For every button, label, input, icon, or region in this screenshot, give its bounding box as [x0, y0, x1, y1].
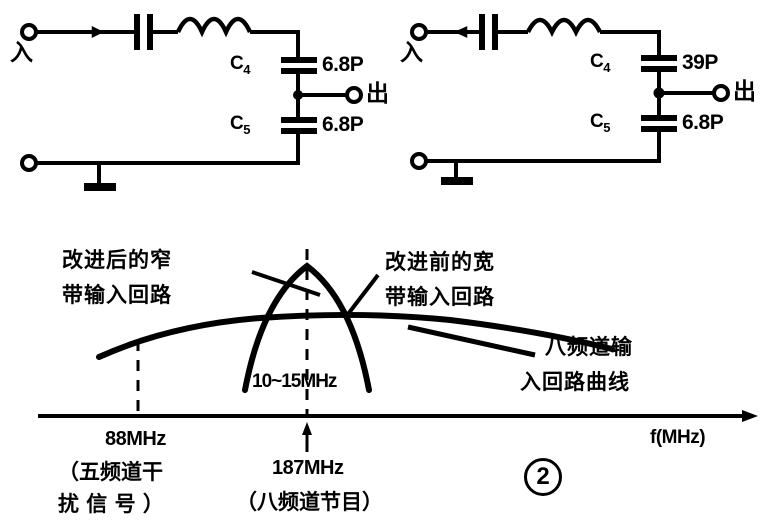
inductor-coil-right: [525, 17, 603, 38]
c4-designator-right: C4: [590, 51, 610, 75]
ground-symbol-left: [84, 183, 116, 191]
bandwidth-annotation: 10~15MHz: [252, 371, 337, 392]
leader-line-channel8-curve: [407, 324, 536, 358]
curve-wideband-original: [96, 311, 615, 360]
signal-direction-arrow-left: [84, 25, 104, 39]
response-chart: [38, 249, 758, 452]
marker-88mhz-note-line2: 扰 信 号 ）: [58, 492, 164, 516]
c5-designator-left: C5: [230, 113, 250, 137]
tick-label-88mhz: 88MHz: [105, 428, 166, 450]
marker-arrow-head-187mhz: [302, 422, 312, 435]
circuit-original-wideband: [410, 14, 730, 185]
input-terminal-right: [410, 23, 428, 41]
c5-value-right: 6.8P: [682, 111, 724, 134]
channel8-curve-annotation-line1: 八频道输: [545, 335, 633, 359]
c4-value-left: 6.8P: [322, 53, 364, 76]
wideband-annotation-line1: 改进前的宽: [385, 250, 495, 274]
output-terminal-right: [712, 84, 730, 102]
inductor-coil-left: [175, 16, 253, 38]
input-port-label-right: 入: [400, 40, 423, 66]
output-port-label-left: 出: [366, 81, 389, 107]
input-port-label-left: 入: [10, 40, 33, 66]
c4-value-right: 39P: [682, 51, 718, 74]
narrowband-annotation-line2: 带输入回路: [62, 283, 172, 307]
curve-narrowband-improved: [242, 262, 372, 393]
c4-designator-left: C4: [230, 53, 250, 77]
marker-88mhz-note-line1: （五频道干: [58, 460, 163, 484]
tick-label-187mhz: 187MHz: [272, 457, 344, 479]
output-terminal-left: [345, 86, 363, 104]
output-port-label-right: 出: [733, 79, 756, 105]
wideband-annotation-line2: 带输入回路: [385, 285, 495, 309]
c5-designator-right: C5: [590, 111, 610, 135]
signal-direction-arrow-right: [453, 26, 476, 38]
ground-terminal-left: [20, 154, 38, 172]
ground-symbol-right: [441, 177, 473, 185]
marker-187mhz-note: （八频道节目）: [236, 490, 383, 514]
channel8-curve-annotation-line2: 入回路曲线: [520, 370, 630, 394]
ground-terminal-right: [410, 152, 428, 170]
figure-number-badge: 2: [524, 458, 562, 496]
input-terminal-left: [20, 23, 38, 41]
c5-value-left: 6.8P: [322, 113, 364, 136]
leader-line-narrowband: [251, 270, 321, 297]
narrowband-annotation-line1: 改进后的窄: [62, 248, 172, 272]
x-axis-label: f(MHz): [650, 427, 706, 448]
x-axis-arrowhead: [742, 410, 758, 422]
leader-line-wideband: [343, 273, 380, 320]
circuit-improved-narrowband: [20, 14, 363, 191]
